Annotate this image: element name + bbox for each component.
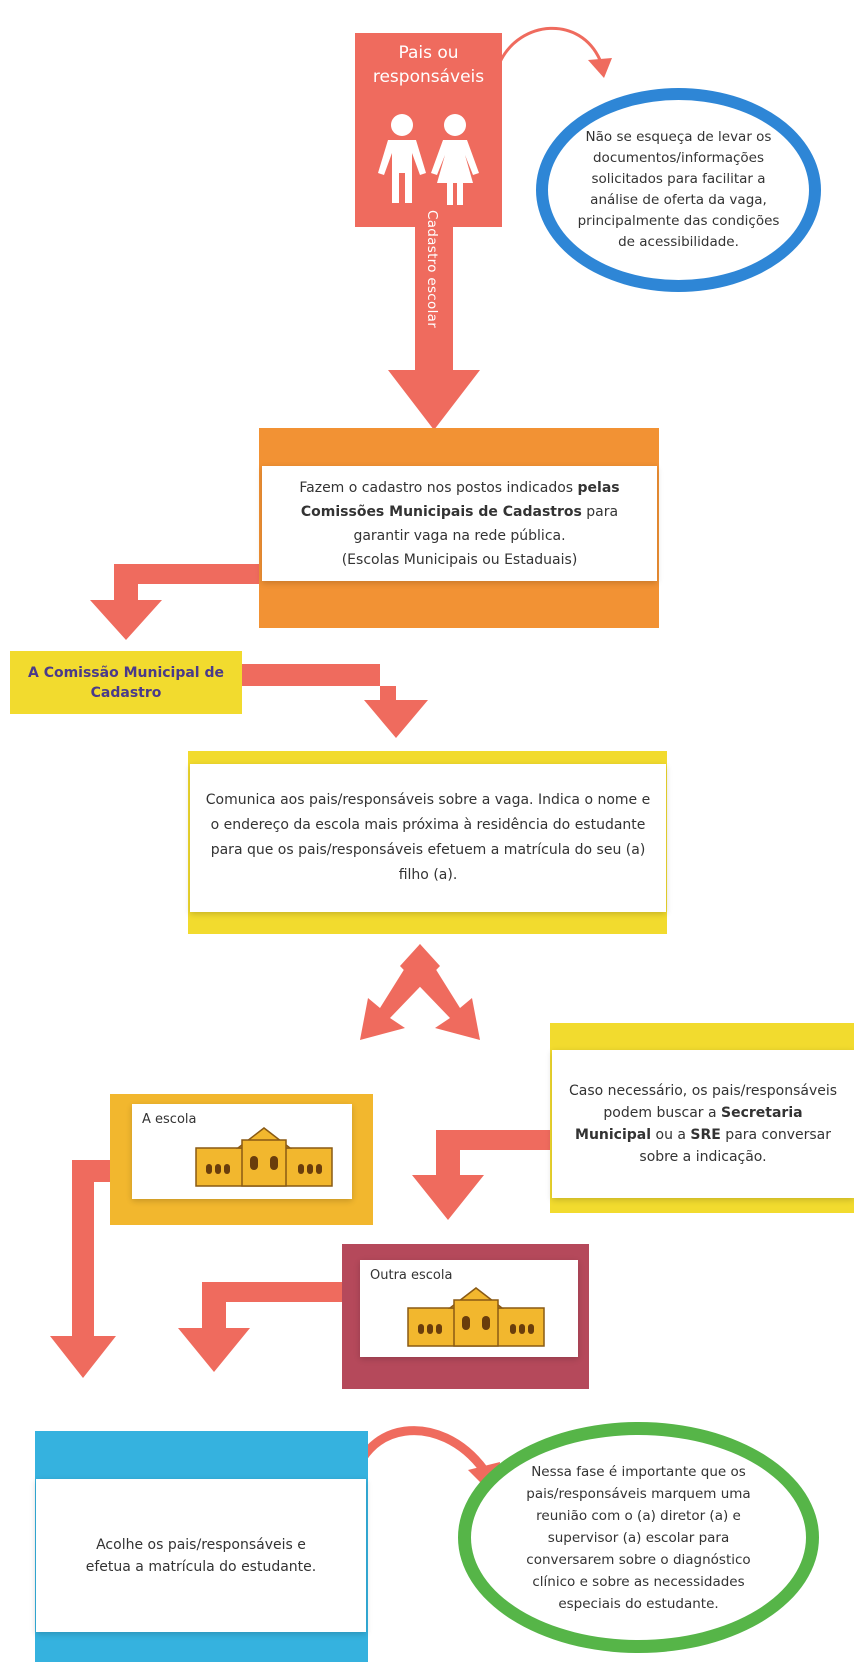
welcome-card: Acolhe os pais/responsáveis e efetua a m…	[36, 1479, 366, 1632]
school-building-icon	[195, 1127, 333, 1187]
other-school-label: Outra escola	[370, 1268, 453, 1283]
arrow-commission-to-communicates	[242, 664, 428, 738]
cadastro-text: Fazem o cadastro nos postos indicados pe…	[299, 479, 620, 568]
reminder-text: Não se esqueça de levar os documentos/in…	[577, 129, 780, 250]
meeting-note-text: Nessa fase é importante que os pais/resp…	[526, 1463, 751, 1612]
other-school-building-icon	[407, 1287, 545, 1347]
arrow-split-right	[400, 944, 480, 1040]
arrow-welcome-to-meeting-note	[347, 1426, 489, 1495]
arrow-parents-to-reminder	[498, 26, 602, 63]
welcome-text: Acolhe os pais/responsáveis e efetua a m…	[85, 1536, 317, 1575]
parents-title: Pais ou responsáveis	[372, 43, 485, 87]
school-card: A escola	[132, 1104, 352, 1199]
reminder-bubble: Não se esqueça de levar os documentos/in…	[536, 88, 821, 292]
arrow-label-cadastro-escolar: Cadastro escolar	[424, 210, 440, 329]
parents-icon	[378, 114, 479, 205]
communicates-text: Comunica aos pais/responsáveis sobre a v…	[205, 792, 651, 883]
commission-label-box: A Comissão Municipal de Cadastro	[10, 651, 242, 714]
arrow-parents-to-cadastro	[388, 225, 480, 430]
meeting-note-bubble: Nessa fase é importante que os pais/resp…	[458, 1422, 819, 1653]
arrow-other-school-to-welcome	[178, 1282, 342, 1372]
if-needed-text: Caso necessário, os pais/responsáveis po…	[568, 1083, 838, 1165]
arrow-cadastro-to-commission	[90, 564, 262, 640]
arrowhead-parents-to-reminder	[588, 58, 612, 78]
cadastro-card: Fazem o cadastro nos postos indicados pe…	[262, 466, 657, 581]
commission-label: A Comissão Municipal de Cadastro	[27, 664, 224, 701]
communicates-card: Comunica aos pais/responsáveis sobre a v…	[190, 764, 666, 912]
other-school-card: Outra escola	[360, 1260, 578, 1357]
school-label: A escola	[142, 1112, 197, 1127]
if-needed-card: Caso necessário, os pais/responsáveis po…	[552, 1050, 854, 1198]
arrow-school-to-welcome	[50, 1160, 116, 1378]
arrow-if-needed-to-other-school	[412, 1130, 552, 1220]
parents-box: Pais ou responsáveis	[355, 33, 502, 227]
